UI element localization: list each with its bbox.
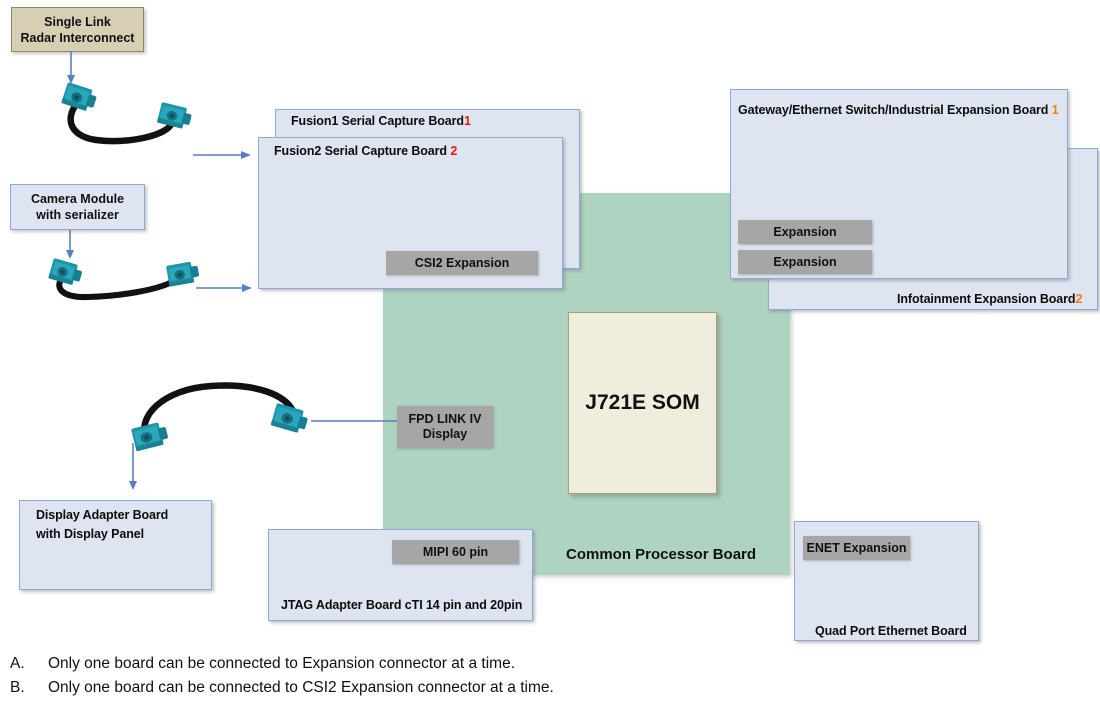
infotainment-label-text: Infotainment Expansion Board bbox=[897, 292, 1076, 306]
expansion-connector-bottom: Expansion bbox=[738, 250, 872, 274]
display-adapter-label: Display Adapter Board with Display Panel bbox=[36, 506, 168, 544]
mipi-60-pin-connector: MIPI 60 pin bbox=[392, 540, 519, 564]
infotainment-marker: 2 bbox=[1075, 292, 1083, 306]
infotainment-label: Infotainment Expansion Board2 bbox=[897, 292, 1082, 306]
display-adapter-line2: with Display Panel bbox=[36, 527, 144, 541]
fpd-line2: Display bbox=[422, 427, 468, 441]
note-row-a: A. Only one board can be connected to Ex… bbox=[0, 655, 1100, 673]
arrow-radar-to-cable bbox=[63, 52, 83, 86]
note-a-key: A. bbox=[10, 655, 25, 672]
camera-coax-cable bbox=[48, 256, 203, 304]
gateway-label: Gateway/Ethernet Switch/Industrial Expan… bbox=[738, 103, 1059, 117]
expansion-connector-top: Expansion bbox=[738, 220, 872, 244]
fpd-line1: FPD LINK IV bbox=[408, 412, 482, 426]
display-coax-cable bbox=[115, 375, 325, 460]
fpd-link-iv-display-connector: FPD LINK IV Display bbox=[397, 406, 493, 448]
arrow-cable-to-display-adapter bbox=[125, 443, 145, 491]
note-row-b: B. Only one board can be connected to CS… bbox=[0, 679, 1100, 697]
display-adapter-line1: Display Adapter Board bbox=[36, 508, 169, 522]
note-a-text: Only one board can be connected to Expan… bbox=[48, 655, 516, 672]
fusion2-label: Fusion2 Serial Capture Board 2 bbox=[274, 144, 457, 158]
gateway-ethernet-industrial-expansion-board bbox=[730, 89, 1068, 279]
arrow-camera-to-cable bbox=[62, 230, 82, 260]
j721e-som: J721E SOM bbox=[568, 312, 717, 494]
radar-line1: Single Link bbox=[44, 14, 111, 29]
line-fpd-to-cable bbox=[311, 415, 397, 427]
fusion1-label-text: Fusion1 Serial Capture Board bbox=[291, 114, 464, 128]
single-link-radar-interconnect-box: Single Link Radar Interconnect bbox=[11, 7, 144, 52]
radar-line2: Radar Interconnect bbox=[20, 30, 135, 45]
camera-line1: Camera Module bbox=[30, 192, 125, 206]
note-b-text: Only one board can be connected to CSI2 … bbox=[48, 679, 554, 696]
fusion1-label: Fusion1 Serial Capture Board1 bbox=[291, 114, 471, 128]
fusion2-label-text: Fusion2 Serial Capture Board bbox=[274, 144, 447, 158]
fusion2-marker-num: 2 bbox=[450, 144, 458, 158]
camera-line2: with serializer bbox=[36, 208, 119, 222]
enet-expansion-connector: ENET Expansion bbox=[803, 536, 910, 560]
quad-port-ethernet-board-label: Quad Port Ethernet Board bbox=[815, 624, 967, 638]
display-adapter-board bbox=[19, 500, 212, 590]
fusion1-marker: 1 bbox=[463, 114, 471, 128]
camera-module-box: Camera Module with serializer bbox=[10, 184, 145, 230]
jtag-adapter-board-label: JTAG Adapter Board cTI 14 pin and 20pin bbox=[281, 598, 523, 612]
radar-coax-cable bbox=[58, 78, 203, 148]
arrow-camera-to-fusion bbox=[196, 281, 256, 295]
csi2-expansion-connector: CSI2 Expansion bbox=[386, 251, 538, 275]
note-b-key: B. bbox=[10, 679, 25, 696]
gateway-marker: 1 bbox=[1051, 103, 1059, 117]
footer-notes: A. Only one board can be connected to Ex… bbox=[0, 655, 1100, 703]
arrow-radar-to-fusion bbox=[193, 148, 255, 162]
common-processor-board-label: Common Processor Board bbox=[566, 546, 757, 563]
gateway-label-text: Gateway/Ethernet Switch/Industrial Expan… bbox=[738, 103, 1049, 117]
